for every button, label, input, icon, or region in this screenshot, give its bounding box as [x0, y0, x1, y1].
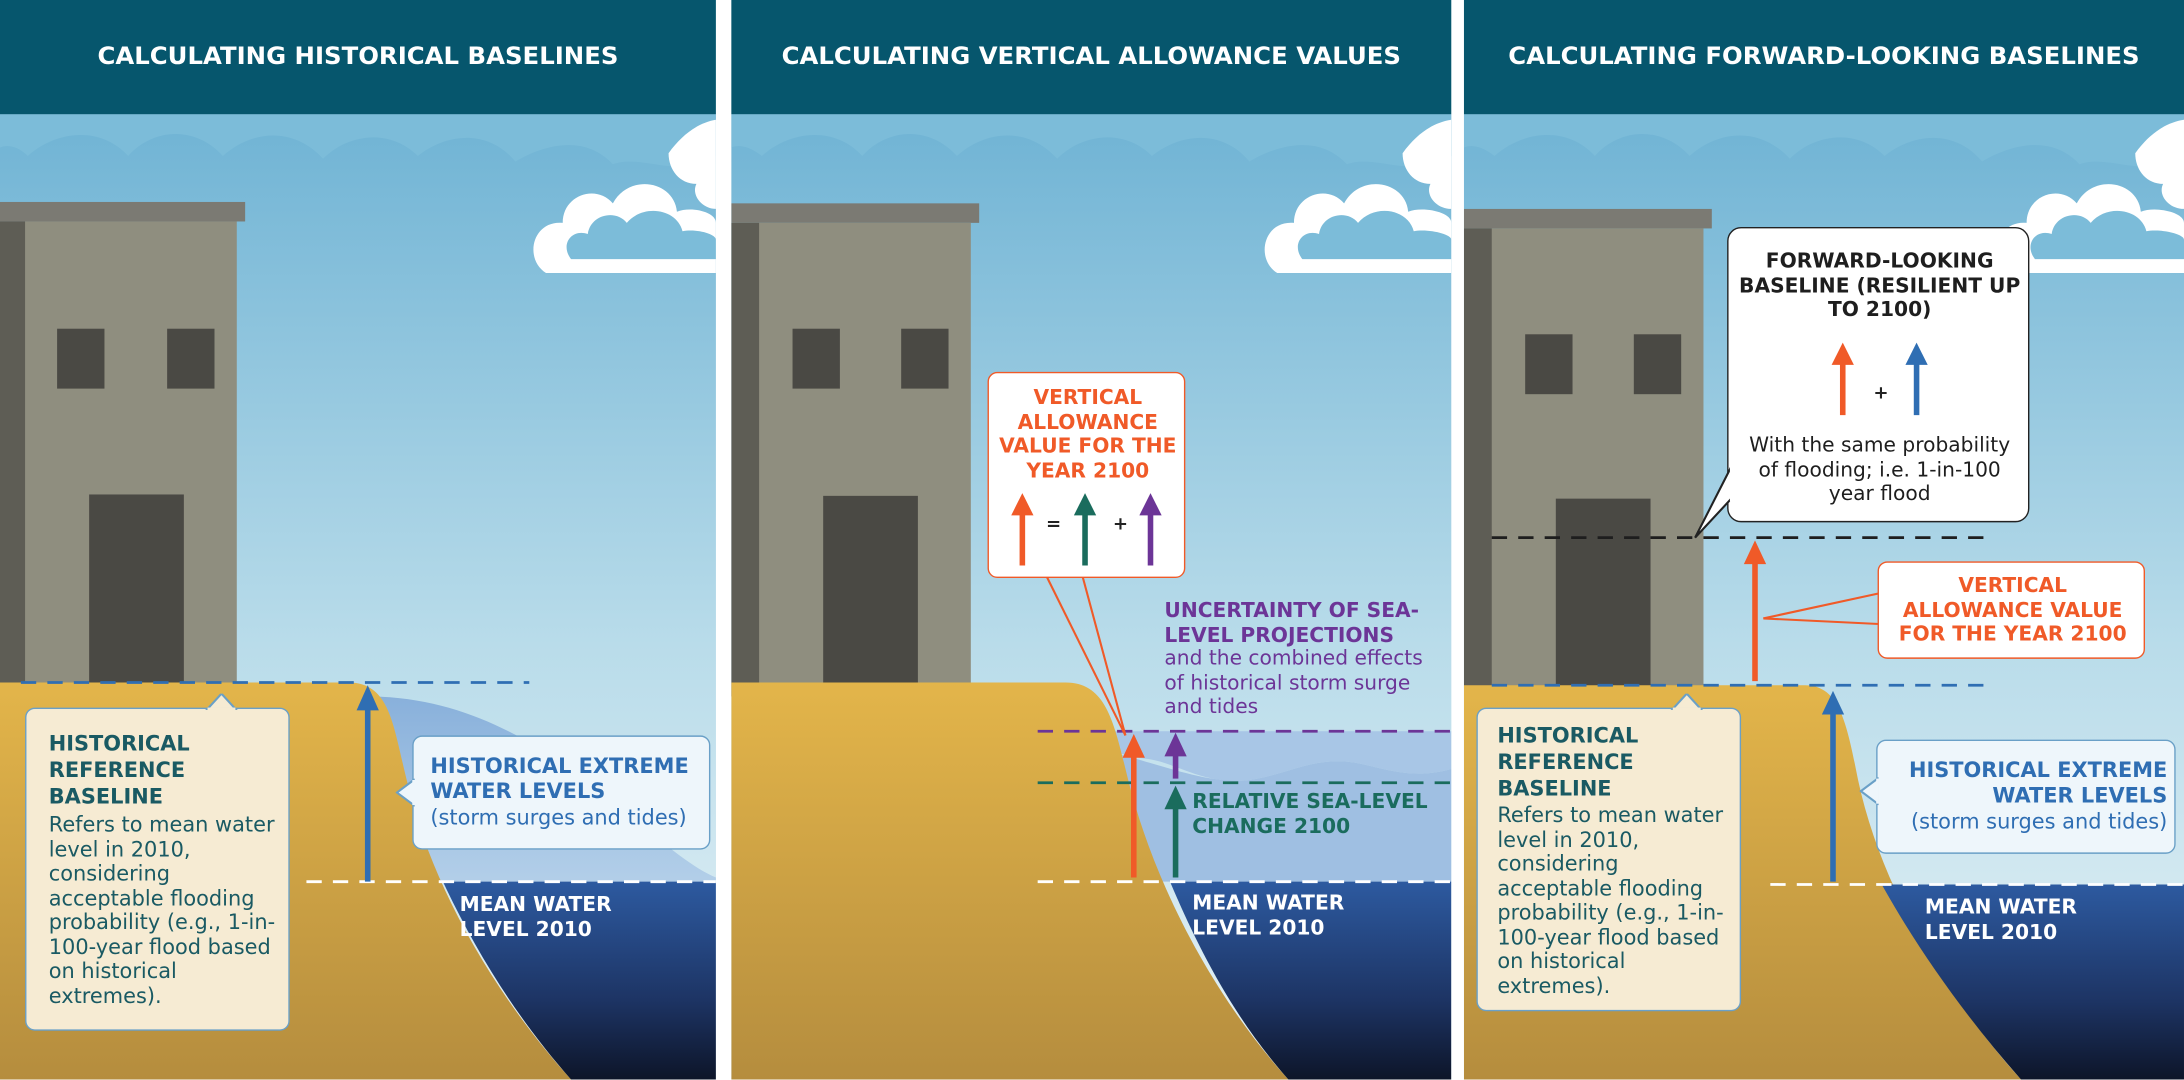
baseline-description: Refers to mean water level in 2010, cons…	[48, 812, 276, 1008]
allowance-callout: VERTICAL ALLOWANCE VALUE FOR THE YEAR 21…	[1877, 561, 2145, 659]
callout-pointer-line	[1045, 574, 1127, 736]
extreme-water-callout: HISTORICAL EXTREME WATER LEVELS (storm s…	[1859, 739, 2176, 854]
allowance-arrow	[1122, 734, 1145, 878]
callout-pointer	[395, 778, 416, 807]
cloud-band	[731, 114, 1452, 167]
cloud-band	[1463, 114, 2184, 167]
uncertainty-description: and the combined effects of historical s…	[1164, 647, 1423, 719]
callout-pointer-line	[1763, 592, 1880, 620]
cloud-icon	[533, 119, 716, 273]
mean-water-label: MEAN WATER LEVEL 2010	[1192, 892, 1345, 941]
historical-baseline-callout: HISTORICAL REFERENCE BASELINE Refers to …	[25, 693, 290, 1031]
equation-arrows	[1831, 342, 1928, 416]
baseline-description: Refers to mean water level in 2010, cons…	[1497, 802, 1724, 998]
allowance-callout: VERTICAL ALLOWANCE VALUE FOR THE YEAR 21…	[987, 371, 1186, 579]
mean-water-label: MEAN WATER LEVEL 2010	[459, 894, 612, 942]
cloud-band	[0, 114, 716, 167]
historical-baseline-callout: HISTORICAL REFERENCE BASELINE Refers to …	[1476, 693, 1742, 1012]
forward-description: With the same probability of flooding; i…	[1749, 434, 2011, 506]
cloud-icon	[1997, 119, 2184, 273]
scene-illustration	[731, 114, 1452, 1080]
forward-baseline-callout: FORWARD-LOOKING BASELINE (RESILIENT UP T…	[1694, 227, 2030, 539]
arrow-up-orange-icon	[1011, 493, 1034, 566]
arrow-up-orange-icon	[1831, 342, 1854, 416]
arrow-up-purple-icon	[1139, 493, 1162, 566]
ocean	[1881, 884, 2184, 1080]
allowance-arrow	[1743, 540, 1767, 682]
forward-title: FORWARD-LOOKING BASELINE (RESILIENT UP T…	[1739, 250, 2021, 322]
panel-title: CALCULATING FORWARD-LOOKING BASELINES	[1463, 0, 2184, 115]
baseline-title: HISTORICAL REFERENCE BASELINE	[48, 731, 190, 810]
panel-title: CALCULATING HISTORICAL BASELINES	[0, 0, 716, 115]
allowance-title: VERTICAL ALLOWANCE VALUE FOR THE YEAR 21…	[999, 387, 1177, 483]
arrow-up-blue-icon	[1905, 342, 1928, 416]
ocean	[1169, 881, 1452, 1080]
panel-title: CALCULATING VERTICAL ALLOWANCE VALUES	[731, 0, 1452, 115]
rslc-arrow	[1164, 785, 1187, 878]
allowance-title: VERTICAL ALLOWANCE VALUE FOR THE YEAR 21…	[1898, 575, 2127, 647]
callout-pointer	[1859, 777, 1879, 806]
extreme-water-callout: HISTORICAL EXTREME WATER LEVELS (storm s…	[395, 735, 711, 850]
building	[1463, 208, 1712, 689]
uncertainty-arrow	[1164, 732, 1187, 779]
equals-sign: =	[1046, 513, 1062, 535]
ocean	[442, 881, 716, 1080]
extreme-title: HISTORICAL EXTREME WATER LEVELS	[430, 753, 689, 804]
uncertainty-title: UNCERTAINTY OF SEA-LEVEL PROJECTIONS	[1164, 600, 1420, 647]
sand-shore	[731, 682, 1289, 1080]
extreme-description: (storm surges and tides)	[430, 805, 687, 831]
panel-vertical-allowance: CALCULATING VERTICAL ALLOWANCE VALUES VE…	[731, 0, 1452, 1080]
callout-pointer	[1670, 693, 1704, 711]
equation-arrows	[1011, 493, 1162, 566]
plus-sign: +	[1873, 383, 1889, 404]
rslc-water-area	[1107, 752, 1452, 882]
building	[0, 201, 246, 696]
uncertainty-band	[1107, 731, 1452, 781]
rslc-label: RELATIVE SEA-LEVEL CHANGE 2100	[1192, 791, 1428, 838]
callout-pointer	[1694, 465, 1735, 539]
mean-water-label: MEAN WATER LEVEL 2010	[1924, 896, 2077, 945]
panel-historical-baselines: CALCULATING HISTORICAL BASELINES HISTORI…	[0, 0, 716, 1080]
building	[731, 203, 980, 697]
extreme-description: (storm surges and tides)	[1910, 809, 2168, 835]
extreme-water-arrow	[1821, 690, 1845, 882]
callout-pointer	[205, 693, 238, 711]
cloud-icon	[1264, 119, 1452, 273]
baseline-title: HISTORICAL REFERENCE BASELINE	[1497, 722, 1639, 801]
extreme-title: HISTORICAL EXTREME WATER LEVELS	[1908, 757, 2168, 808]
extreme-water-arrow	[356, 685, 379, 882]
plus-sign: +	[1112, 513, 1129, 535]
arrow-up-green-icon	[1073, 493, 1097, 566]
panel-forward-looking: CALCULATING FORWARD-LOOKING BASELINES FO…	[1463, 0, 2184, 1080]
